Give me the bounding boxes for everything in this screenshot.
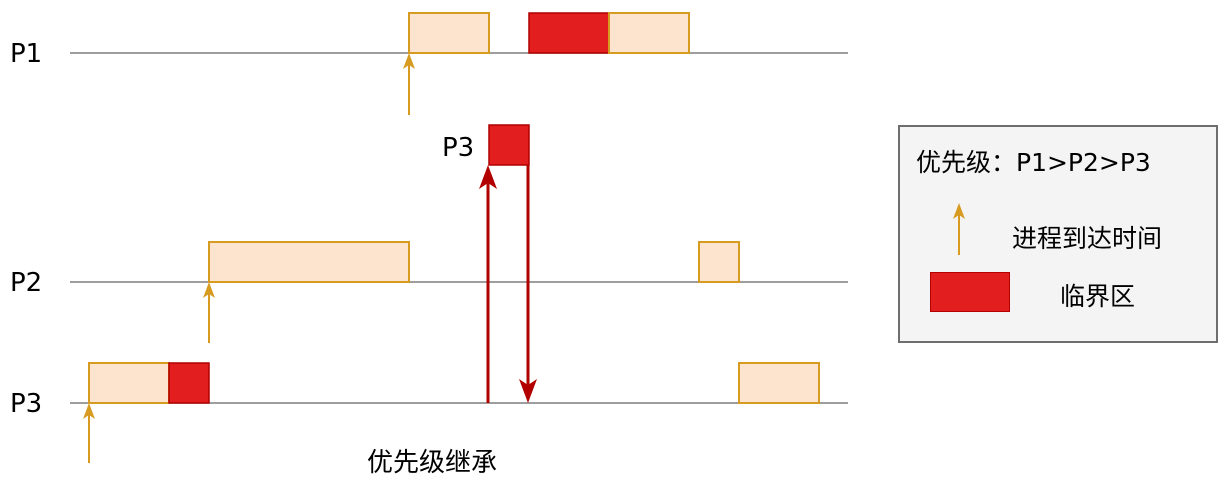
- row-label-p2: P2: [10, 268, 42, 298]
- p3-critical-block: [168, 362, 210, 404]
- inherit-up-arrow: [479, 165, 497, 403]
- legend-priority-order: 优先级：P1>P2>P3: [916, 148, 1151, 177]
- p2-normal-block: [698, 241, 740, 283]
- p3-normal-block: [88, 362, 170, 404]
- p2-normal-block: [208, 241, 410, 283]
- inherited-p3-label: P3: [442, 133, 474, 163]
- arrival-arrow-p1: [403, 53, 415, 115]
- arrival-arrow-p2: [203, 282, 215, 343]
- p1-normal-block: [608, 12, 690, 54]
- legend-arrival-arrow-icon: [953, 203, 965, 255]
- legend-critical-label: 临界区: [1060, 282, 1136, 311]
- p1-critical-block: [528, 12, 610, 54]
- legend-critical-swatch: [930, 272, 1010, 312]
- legend: 优先级：P1>P2>P3 进程到达时间 临界区: [898, 125, 1218, 343]
- row-label-p1: P1: [10, 39, 42, 69]
- row-label-p3: P3: [10, 389, 42, 419]
- inherited-p3-critical-block: [488, 124, 530, 166]
- legend-arrival-label: 进程到达时间: [1012, 224, 1163, 253]
- arrival-arrow-p3: [83, 403, 95, 463]
- caption-priority-inheritance: 优先级继承: [367, 448, 497, 478]
- inherit-down-arrow: [519, 165, 537, 403]
- p1-normal-block: [408, 12, 490, 54]
- p3-normal-block: [738, 362, 820, 404]
